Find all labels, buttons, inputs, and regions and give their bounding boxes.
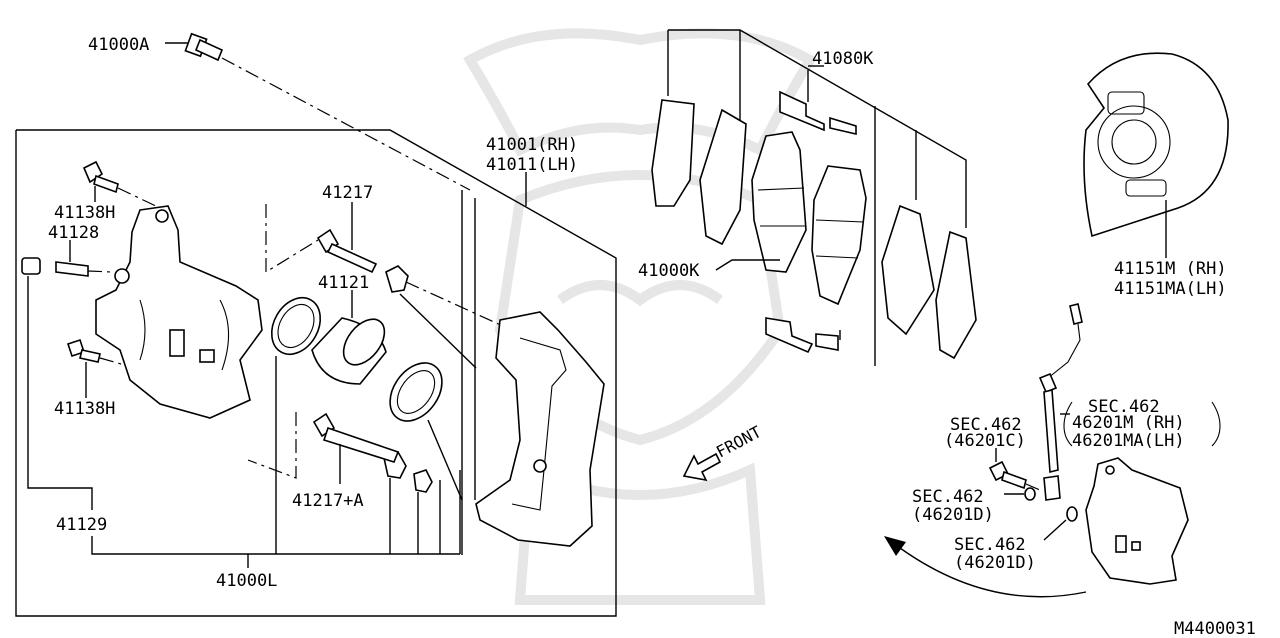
label-41217: 41217 — [322, 183, 373, 203]
bolt-41138h-lower-part — [66, 338, 129, 398]
label-41000l: 41000L — [216, 571, 277, 591]
label-41138h-lower: 41138H — [54, 399, 115, 419]
label-sec462-washer1: SEC.462 — [912, 487, 984, 507]
union-bolt-part — [988, 448, 1041, 491]
label-41128: 41128 — [48, 223, 99, 243]
caliper-assembly-box — [15, 129, 617, 617]
seal-kit-leader — [91, 536, 460, 555]
label-41000a: 41000A — [88, 35, 149, 55]
cap-41129-leader — [27, 276, 93, 510]
front-label: FRONT — [713, 422, 765, 462]
label-41000k: 41000K — [638, 261, 700, 281]
caliper-body-part — [95, 205, 263, 419]
label-46201d-1: (46201D) — [912, 505, 994, 525]
washers-part — [1004, 487, 1078, 541]
pad-set-leader — [715, 259, 780, 271]
baffle-plate-part — [1083, 52, 1229, 258]
label-41217a: 41217+A — [292, 491, 364, 511]
bleeder-41128-part — [21, 240, 113, 277]
hose-bracket-right — [1211, 401, 1221, 447]
brake-pads-part — [751, 131, 867, 306]
bolt-41138h-upper-part — [82, 160, 161, 209]
piston-41121-part — [270, 290, 463, 554]
rotation-arrow-icon — [884, 536, 1087, 598]
label-46201m-rh: 46201M (RH) — [1072, 413, 1185, 433]
label-41001-rh: 41001(RH) — [486, 135, 578, 155]
pin-41217-part — [265, 202, 378, 274]
label-41011-lh: 41011(LH) — [486, 155, 578, 175]
pin-41217a-part — [247, 412, 400, 484]
label-41080k: 41080K — [812, 49, 874, 69]
label-41138h-upper: 41138H — [54, 203, 115, 223]
hose-bracket-left — [1063, 401, 1073, 447]
label-sec462-washer2: SEC.462 — [954, 535, 1026, 555]
shim-plates-part — [651, 99, 977, 360]
label-41151ma-lh: 41151MA(LH) — [1114, 279, 1227, 299]
diagram-id: M4400031 — [1174, 619, 1256, 638]
front-arrow-icon — [682, 452, 722, 482]
label-sec462-union: SEC.462 — [950, 415, 1022, 435]
small-caliper-part — [1085, 457, 1189, 585]
brake-hose-part — [1038, 303, 1083, 501]
caliper-bracket-part — [475, 311, 605, 547]
label-46201ma-lh: 46201MA(LH) — [1072, 431, 1185, 451]
label-46201d-2: (46201D) — [954, 553, 1036, 573]
label-sec462-hose: SEC.462 — [1088, 397, 1160, 417]
label-46201c: (46201C) — [944, 431, 1026, 451]
label-41151m-rh: 41151M (RH) — [1114, 259, 1227, 279]
label-41121: 41121 — [318, 273, 369, 293]
pad-clips-part — [765, 90, 857, 354]
bolt-41000a-part — [165, 32, 471, 191]
pad-kit-frame — [667, 29, 967, 366]
label-41129: 41129 — [56, 515, 107, 535]
